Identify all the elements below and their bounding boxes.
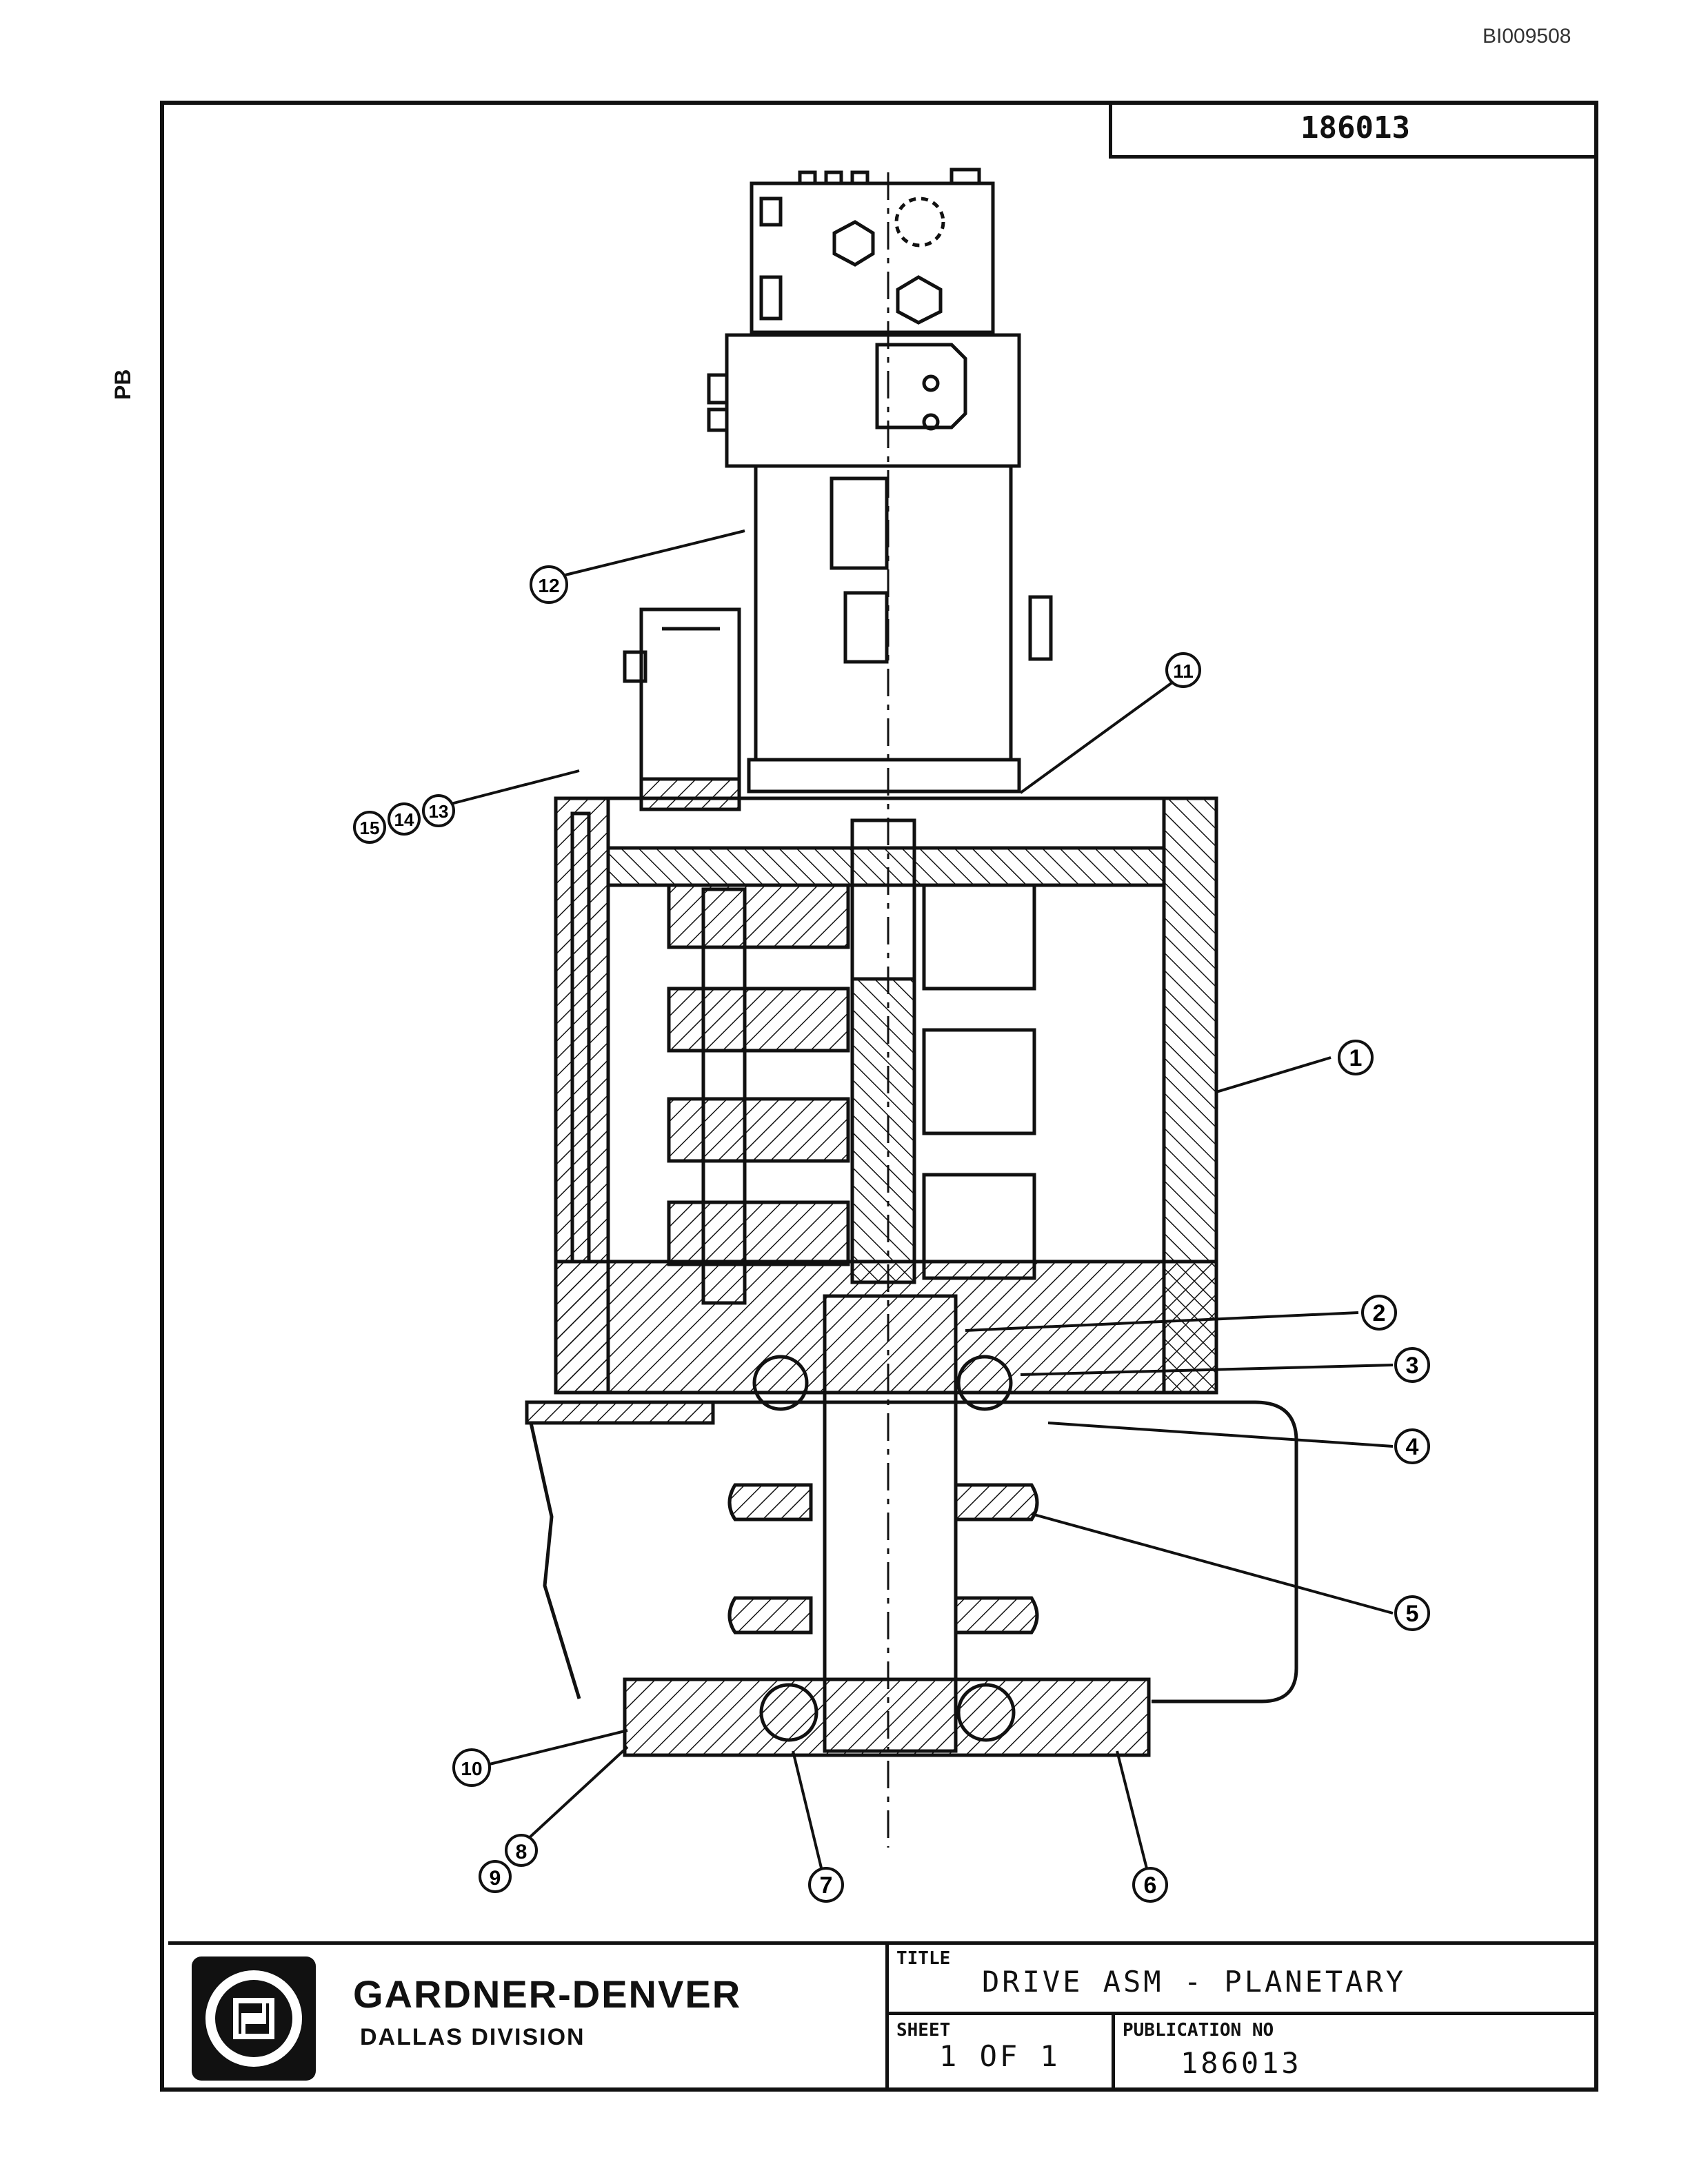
- title-block: [168, 1941, 1598, 2092]
- callout-8-label: 8: [516, 1841, 528, 1863]
- callout-11-label: 11: [1173, 660, 1194, 682]
- callout-14: 14: [388, 802, 421, 836]
- callout-1-label: 1: [1349, 1045, 1363, 1071]
- drawing-frame: [160, 101, 1598, 2092]
- callout-6: 6: [1132, 1867, 1168, 1903]
- callout-bubbles: 1 2 3 4 5 6 7 8 9 10 11 12 13 14 15: [353, 565, 1430, 1903]
- top-publication-number: 186013: [1300, 110, 1410, 145]
- publication-number: 186013: [1180, 2046, 1302, 2080]
- callout-7-label: 7: [820, 1872, 833, 1899]
- callout-13: 13: [422, 794, 455, 827]
- publication-label: PUBLICATION NO: [1123, 2020, 1274, 2041]
- valve-block: [750, 168, 995, 334]
- callout-5: 5: [1394, 1595, 1430, 1631]
- pinion-housing: [623, 607, 741, 811]
- sheet-label: SHEET: [896, 2020, 951, 2041]
- callout-14-label: 14: [394, 809, 414, 830]
- callout-9-label: 9: [490, 1867, 501, 1890]
- callout-6-label: 6: [1144, 1872, 1157, 1899]
- callout-2-label: 2: [1373, 1300, 1386, 1326]
- title-block-divider: [885, 1941, 889, 2092]
- gardner-denver-logo: [192, 1957, 316, 2081]
- gearbox-housing: [554, 796, 1218, 1395]
- callout-7: 7: [808, 1867, 844, 1903]
- title-block-divider: [1112, 2012, 1115, 2092]
- callout-9: 9: [479, 1860, 512, 1893]
- title-block-divider: [885, 2012, 1598, 2015]
- callout-10: 10: [452, 1748, 491, 1787]
- callout-4-label: 4: [1406, 1434, 1419, 1460]
- callout-2: 2: [1361, 1295, 1397, 1331]
- division-name: DALLAS DIVISION: [360, 2024, 585, 2050]
- callout-10-label: 10: [461, 1758, 482, 1779]
- callout-12: 12: [530, 565, 568, 604]
- lower-housing: [525, 1400, 1298, 1757]
- callout-11: 11: [1165, 652, 1201, 688]
- callout-15: 15: [353, 811, 386, 844]
- leader-lines: [450, 529, 1394, 1883]
- document-code: BI009508: [1483, 25, 1571, 48]
- callout-4: 4: [1394, 1428, 1430, 1464]
- callout-3: 3: [1394, 1347, 1430, 1383]
- callout-1: 1: [1338, 1040, 1374, 1075]
- title-label: TITLE: [896, 1948, 951, 1969]
- company-name: GARDNER-DENVER: [353, 1972, 742, 2016]
- callout-3-label: 3: [1406, 1353, 1419, 1379]
- sheet-number: 1 OF 1: [939, 2039, 1061, 2073]
- top-publication-box: 186013: [1109, 101, 1598, 159]
- callout-8: 8: [505, 1834, 538, 1867]
- callout-15-label: 15: [360, 818, 380, 838]
- hydraulic-motor: [707, 333, 1053, 793]
- callout-13-label: 13: [429, 801, 449, 822]
- callout-12-label: 12: [538, 575, 559, 596]
- callout-5-label: 5: [1406, 1601, 1419, 1627]
- drawing-title: DRIVE ASM - PLANETARY: [982, 1965, 1407, 1999]
